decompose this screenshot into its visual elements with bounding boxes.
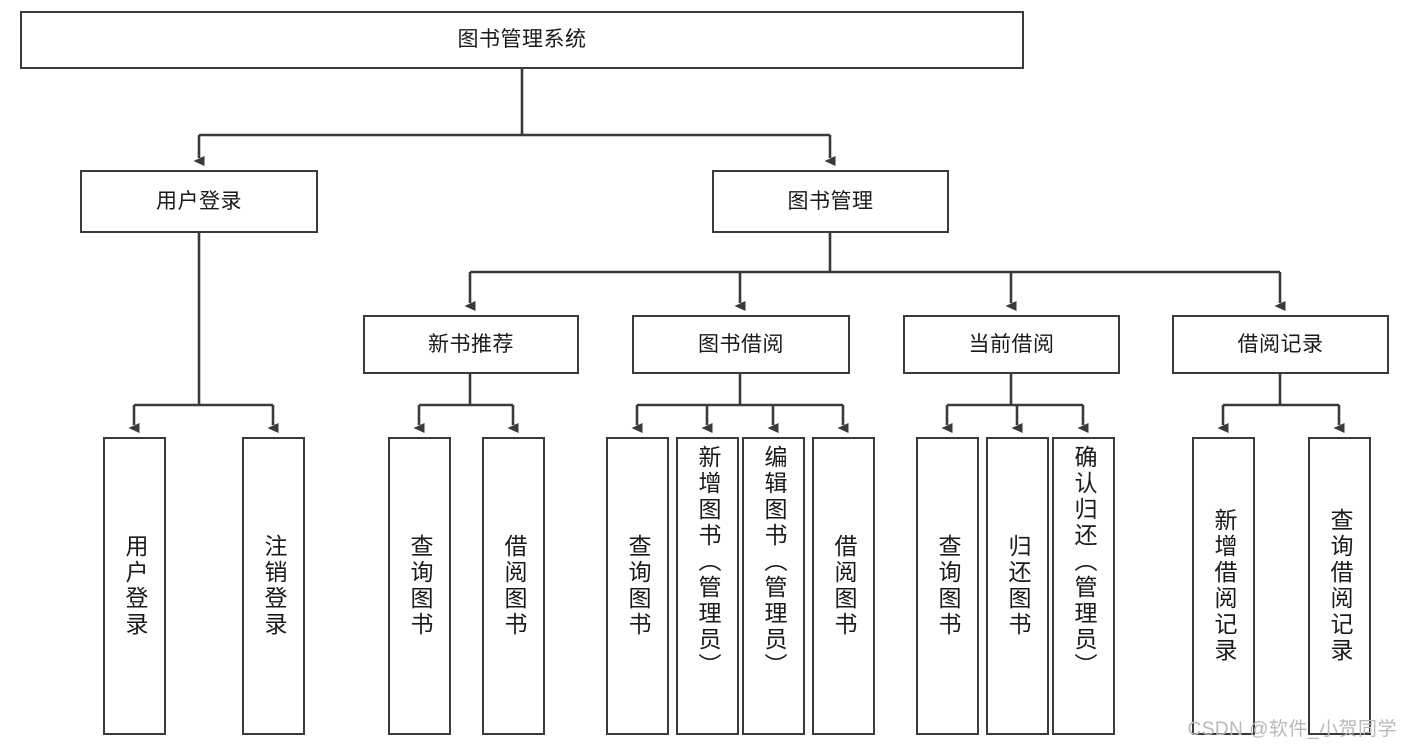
leaf-query-borrow-record[interactable]: 查询借阅记录 (1308, 437, 1371, 735)
node-label: 查询图书 (407, 534, 433, 638)
leaf-borrow-book[interactable]: 借阅图书 (812, 437, 875, 735)
node-label: 图书管理系统 (457, 28, 587, 52)
node-label: 新书推荐 (428, 332, 514, 356)
node-label: 查询图书 (625, 534, 651, 638)
leaf-user-login[interactable]: 用户登录 (103, 437, 166, 735)
leaf-return-book[interactable]: 归还图书 (986, 437, 1049, 735)
leaf-query-book-current[interactable]: 查询图书 (916, 437, 979, 735)
node-label: 注销登录 (261, 534, 287, 638)
node-label: 归还图书 (1005, 534, 1031, 638)
node-label: 确认归还（管理员） (1071, 445, 1097, 679)
node-label: 图书借阅 (698, 332, 784, 356)
node-book-borrow[interactable]: 图书借阅 (632, 315, 850, 374)
node-new-book-recommendation[interactable]: 新书推荐 (363, 315, 579, 374)
node-label: 借阅图书 (831, 534, 857, 638)
node-label: 借阅图书 (501, 534, 527, 638)
leaf-edit-book-admin[interactable]: 编辑图书（管理员） (742, 437, 805, 735)
node-label: 用户登录 (122, 534, 148, 638)
leaf-logout[interactable]: 注销登录 (242, 437, 305, 735)
node-label: 当前借阅 (968, 332, 1055, 356)
node-label: 新增图书（管理员） (695, 445, 721, 679)
node-label: 编辑图书（管理员） (761, 445, 787, 679)
leaf-confirm-return-admin[interactable]: 确认归还（管理员） (1052, 437, 1115, 735)
watermark-text: CSDN @软件_小贺同学 (1187, 719, 1397, 740)
leaf-add-book-admin[interactable]: 新增图书（管理员） (676, 437, 739, 735)
node-root[interactable]: 图书管理系统 (20, 11, 1024, 69)
node-current-borrow[interactable]: 当前借阅 (903, 315, 1120, 374)
node-borrow-records[interactable]: 借阅记录 (1172, 315, 1389, 374)
node-user-login[interactable]: 用户登录 (80, 170, 318, 233)
node-label: 图书管理 (787, 189, 874, 213)
node-book-management[interactable]: 图书管理 (712, 170, 949, 233)
leaf-add-borrow-record[interactable]: 新增借阅记录 (1192, 437, 1255, 735)
leaf-borrow-book-rec[interactable]: 借阅图书 (482, 437, 545, 735)
node-label: 用户登录 (156, 189, 242, 213)
node-label: 新增借阅记录 (1211, 508, 1237, 664)
node-label: 借阅记录 (1237, 332, 1324, 356)
leaf-query-book-rec[interactable]: 查询图书 (388, 437, 451, 735)
leaf-query-book-borrow[interactable]: 查询图书 (606, 437, 669, 735)
node-label: 查询借阅记录 (1327, 508, 1353, 664)
node-label: 查询图书 (935, 534, 961, 638)
